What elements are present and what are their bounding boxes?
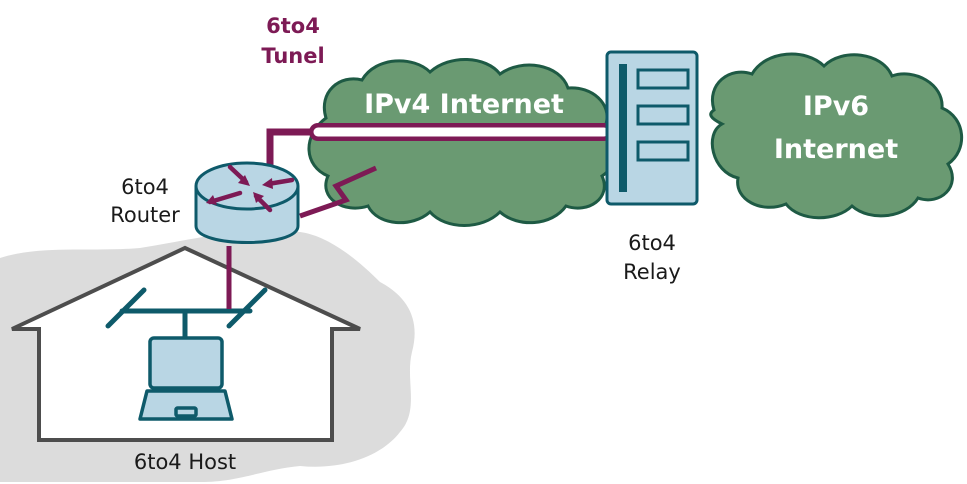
ipv4-cloud-label: IPv4 Internet — [364, 89, 564, 120]
router-icon — [194, 161, 300, 244]
relay-server-icon — [605, 50, 699, 206]
ipv6-cloud — [709, 52, 963, 220]
router-label-line1: 6to4 — [121, 175, 169, 199]
ipv4-link-bolt — [299, 165, 378, 219]
relay-label-line1: 6to4 — [628, 231, 676, 255]
ipv4-cloud — [307, 58, 620, 227]
tunnel-label-line2: Tunel — [261, 44, 324, 68]
router-label-line2: Router — [110, 203, 180, 227]
relay-label-line2: Relay — [623, 260, 681, 284]
ipv6-cloud-label-line2: Internet — [774, 134, 898, 165]
tunnel-path — [266, 128, 318, 168]
ipv6-cloud-label-line1: IPv6 — [803, 91, 869, 122]
laptop-icon — [138, 336, 234, 421]
host-label: 6to4 Host — [134, 450, 236, 474]
tunnel-label-line1: 6to4 — [266, 14, 320, 38]
lan-segment — [105, 287, 268, 343]
